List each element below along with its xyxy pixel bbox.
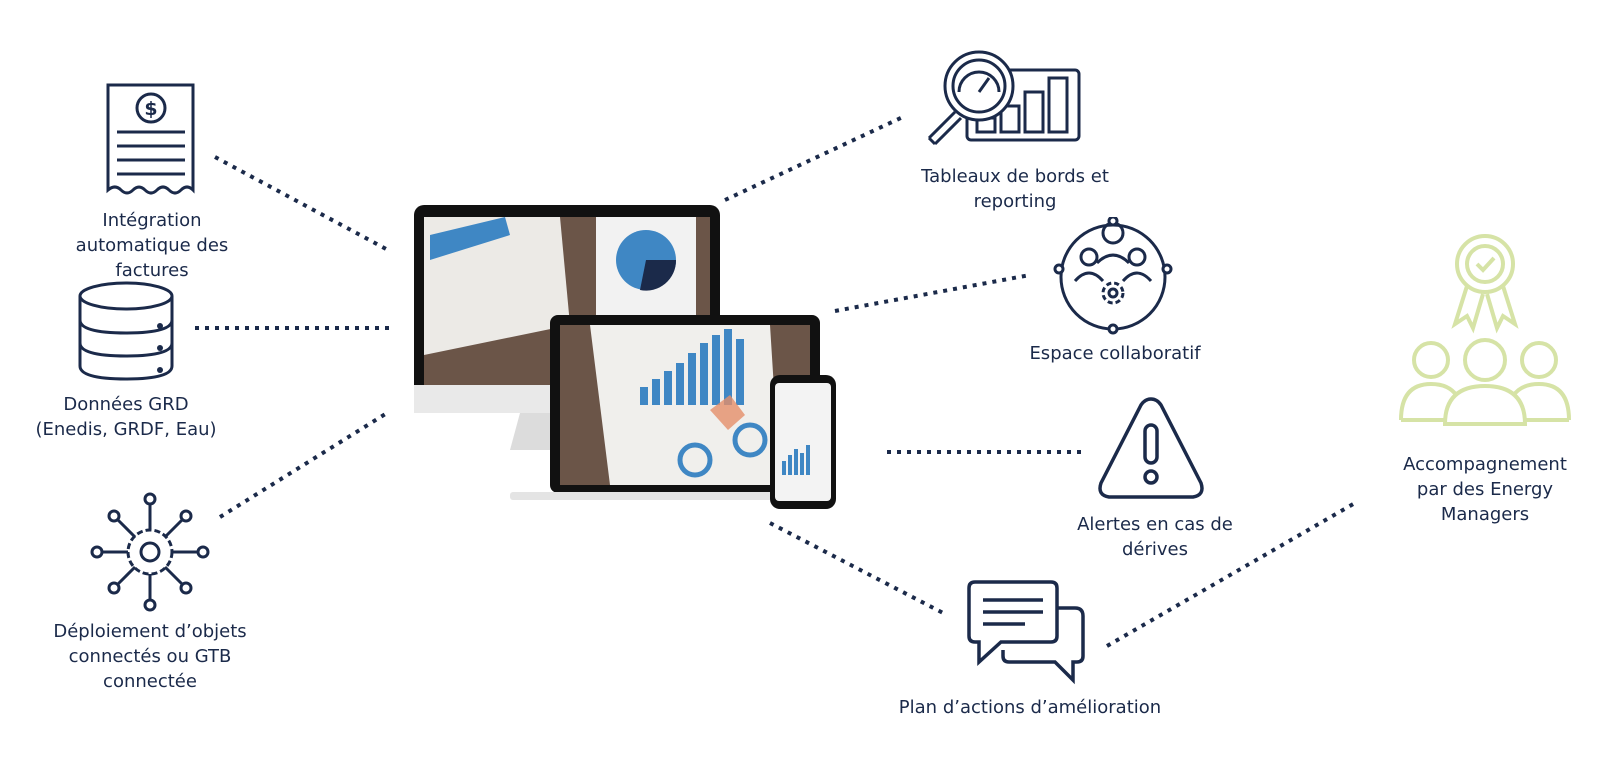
grd-data-label-line: Données GRD	[63, 394, 189, 415]
invoices-label-line: Intégration	[102, 210, 202, 231]
connector-energy	[1106, 501, 1356, 648]
dashboards-label: Tableaux de bords et reporting	[900, 164, 1130, 214]
iot-label-line: Déploiement d’objets	[53, 621, 247, 642]
collab-label-line: Espace collaboratif	[1029, 343, 1201, 364]
connector-dashboards	[724, 114, 906, 202]
connector-iot	[218, 411, 389, 519]
alerts-label-line: Alertes en cas de	[1077, 514, 1233, 535]
invoices-label-line: automatique des	[75, 235, 229, 256]
iot-label-line: connectés ou GTB	[68, 646, 232, 667]
action-plan-label: Plan d’actions d’amélioration	[880, 695, 1180, 720]
team-gear-icon	[1053, 217, 1173, 335]
dashboards-label-line: reporting	[973, 191, 1057, 212]
iot-label: Déploiement d’objets connectés ou GTB co…	[40, 619, 260, 694]
dashboards-label-line: Tableaux de bords et	[921, 166, 1109, 187]
magnifier-chart-icon	[927, 50, 1081, 146]
energy-managers-label-line: Managers	[1440, 504, 1530, 525]
invoices-label: Intégration automatique des factures	[52, 208, 252, 283]
energy-managers-label-line: par des Energy	[1416, 479, 1554, 500]
connector-collab	[834, 273, 1031, 313]
alerts-label: Alertes en cas de dérives	[1040, 512, 1270, 562]
database-icon	[78, 281, 174, 381]
invoice-dollar-icon: $	[106, 83, 195, 195]
award-team-icon	[1399, 234, 1571, 426]
grd-data-label-line: (Enedis, GRDF, Eau)	[35, 419, 217, 440]
connector-invoices	[214, 155, 389, 252]
iot-label-line: connectée	[103, 671, 197, 692]
multi-device-mockup-icon	[414, 205, 836, 509]
chat-bubbles-icon	[967, 580, 1085, 685]
energy-managers-label-line: Accompagnement	[1403, 454, 1567, 475]
connector-action-plan	[769, 521, 946, 616]
energy-managers-label: Accompagnement par des Energy Managers	[1375, 452, 1595, 527]
svg-text:$: $	[144, 98, 157, 120]
action-plan-label-line: Plan d’actions d’amélioration	[898, 697, 1162, 718]
collab-label: Espace collaboratif	[1000, 341, 1230, 366]
alerts-label-line: dérives	[1121, 539, 1188, 560]
grd-data-label: Données GRD (Enedis, GRDF, Eau)	[26, 392, 226, 442]
network-gear-icon	[90, 492, 210, 612]
invoices-label-line: factures	[115, 260, 189, 281]
warning-triangle-icon	[1098, 397, 1204, 499]
